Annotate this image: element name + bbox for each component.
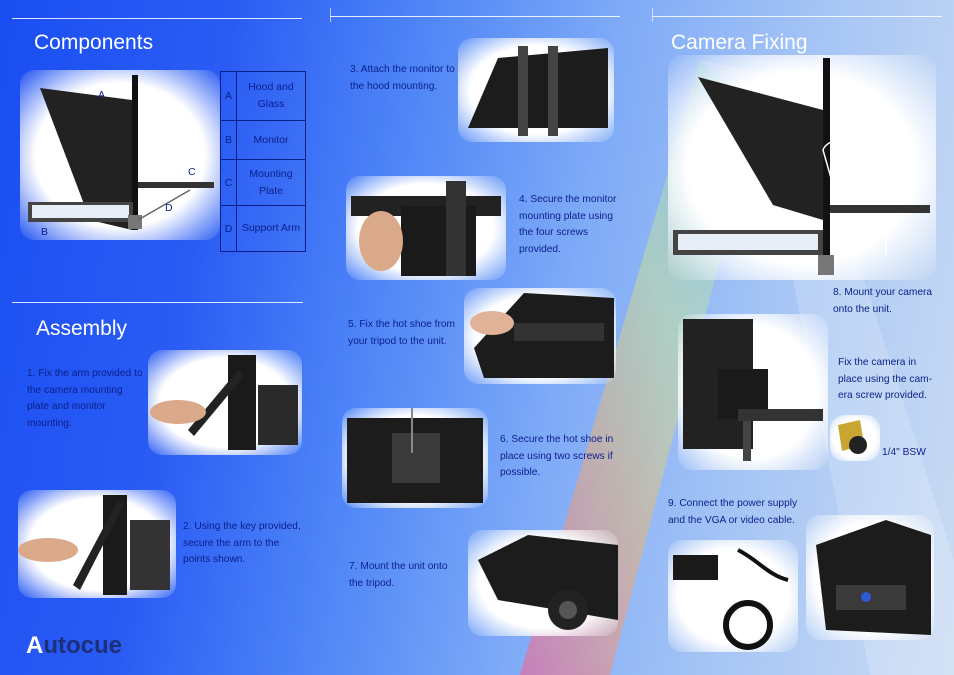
divider-left [330,8,331,22]
table-desc: Hood and Glass [236,71,306,121]
camera-fixing-diagram [668,55,936,280]
label-c: C [188,166,196,178]
camera-fixing-heading: Camera Fixing [671,31,808,54]
label-a: A [98,89,106,101]
assembly-heading: Assembly [36,317,128,340]
step-6-text: 6. Secure the hot shoe in place using tw… [500,434,614,478]
step-7-photo [468,530,618,636]
rule-camera [652,16,942,17]
step-9-text: 9. Connect the power supply and the VGA … [668,498,798,526]
table-letter: D [220,205,237,252]
components-diagram [20,70,220,240]
step-2-text: 2. Using the key provided, secure the ar… [183,521,301,565]
autocue-logo: Autocue [26,632,122,660]
step-1-text: 1. Fix the arm provided to the camera mo… [27,368,143,429]
rule-assembly [12,302,303,303]
table-desc: Mounting Plate [236,159,306,206]
step-7-text: 7. Mount the unit onto the tripod. [349,561,448,589]
table-letter: B [220,120,237,160]
table-letter: A [220,71,237,121]
step-1-photo [148,350,302,455]
screw-label: 1/4" BSW [882,447,926,458]
label-d: D [165,202,173,214]
rule-column2 [330,16,620,17]
divider-right [652,8,653,22]
step-4-photo [346,176,506,280]
table-desc: Monitor [236,120,306,160]
table-row: B Monitor [220,120,306,160]
step-2-photo [18,490,176,598]
step-3-text: 3. Attach the monitor to the hood mounti… [350,64,455,92]
table-letter: C [220,159,237,206]
connector-photo [806,515,934,640]
step-4-text: 4. Secure the monitor mounting plate usi… [519,194,617,255]
rule-components [12,18,302,19]
step-8b-text: Fix the camera in place using the cam- e… [838,357,933,401]
logo-text: utocue [43,632,123,659]
table-row: A Hood and Glass [220,71,306,121]
components-heading: Components [34,31,154,54]
logo-initial: A [26,632,44,659]
components-table: A Hood and Glass B Monitor C Mounting Pl… [220,71,306,252]
step-3-photo [458,38,614,142]
camera-screw-photo [830,415,880,461]
step-5-text: 5. Fix the hot shoe from your tripod to … [348,319,456,347]
table-desc: Support Arm [236,205,306,252]
table-row: C Mounting Plate [220,159,306,206]
power-supply-photo [668,540,798,652]
table-row: D Support Arm [220,205,306,252]
label-b: B [41,226,49,238]
step-8-photo [678,314,828,470]
step-5-photo [464,288,616,384]
step-6-photo [342,408,488,508]
step-8-text: 8. Mount your camera onto the unit. [833,287,933,315]
